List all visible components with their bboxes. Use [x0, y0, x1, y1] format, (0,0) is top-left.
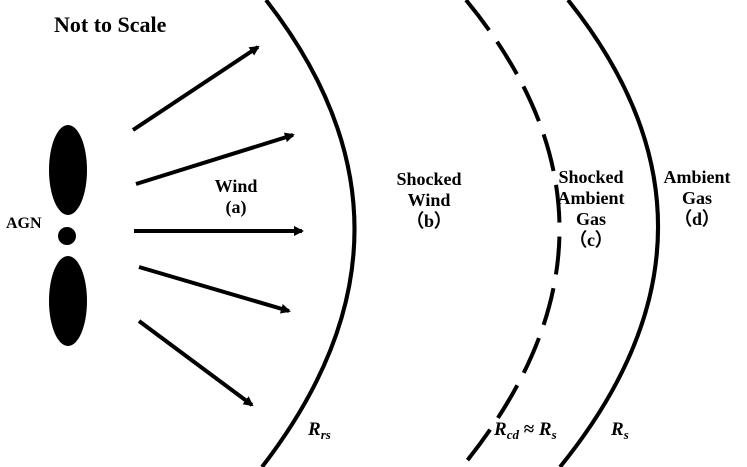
rs-subscript-inline: s	[551, 427, 557, 442]
wind-arrow-4	[138, 265, 291, 314]
reverse-shock-arc	[260, 0, 357, 467]
rcd-subscript: cd	[506, 427, 519, 442]
shocked-ambient-line-1: Shocked	[558, 167, 624, 187]
forward-shock-radius-label: Rs	[611, 420, 629, 441]
rs-symbol-inline: R	[538, 419, 552, 440]
wind-arrow-5	[137, 319, 254, 407]
ambient-region-label: Ambient Gas （d）	[652, 167, 742, 230]
wind-region-name: Wind	[214, 176, 258, 196]
rs-symbol: R	[611, 419, 624, 440]
shocked-wind-region-label: Shocked Wind （b）	[383, 169, 475, 232]
lower-jet-lobe	[49, 256, 87, 346]
ambient-line-1: Ambient	[663, 167, 731, 187]
shocked-ambient-line-2: Ambient	[557, 188, 625, 208]
shocked-wind-tag: （b）	[405, 211, 452, 231]
shocked-ambient-line-3: Gas	[575, 209, 606, 229]
shocked-ambient-tag: （c）	[569, 230, 613, 250]
contact-discontinuity-radius-label: Rcd ≈ Rs	[494, 420, 557, 441]
ambient-tag: （d）	[673, 209, 720, 229]
diagram-title: Not to Scale	[54, 12, 167, 37]
approx-sign: ≈	[518, 419, 539, 440]
wind-region-label: Wind (a)	[205, 176, 267, 218]
wind-region-tag: (a)	[225, 197, 247, 217]
ambient-line-2: Gas	[681, 188, 712, 208]
agn-label: AGN	[6, 215, 42, 232]
wind-arrows	[131, 45, 304, 407]
wind-arrow-1	[131, 45, 260, 132]
shocked-wind-line-1: Shocked	[396, 169, 462, 189]
rrs-subscript: rs	[320, 427, 331, 442]
forward-shock-arc	[558, 0, 660, 467]
reverse-shock-radius-label: Rrs	[308, 420, 331, 441]
rs-subscript: s	[623, 427, 629, 442]
shocked-ambient-region-label: Shocked Ambient Gas （c）	[543, 167, 639, 251]
shocked-wind-line-2: Wind	[407, 190, 451, 210]
wind-arrow-2	[135, 132, 295, 186]
upper-jet-lobe	[49, 125, 87, 215]
rrs-symbol: R	[308, 419, 321, 440]
contact-discontinuity-arc	[460, 0, 562, 467]
agn-core	[58, 227, 76, 245]
rcd-symbol: R	[494, 419, 507, 440]
